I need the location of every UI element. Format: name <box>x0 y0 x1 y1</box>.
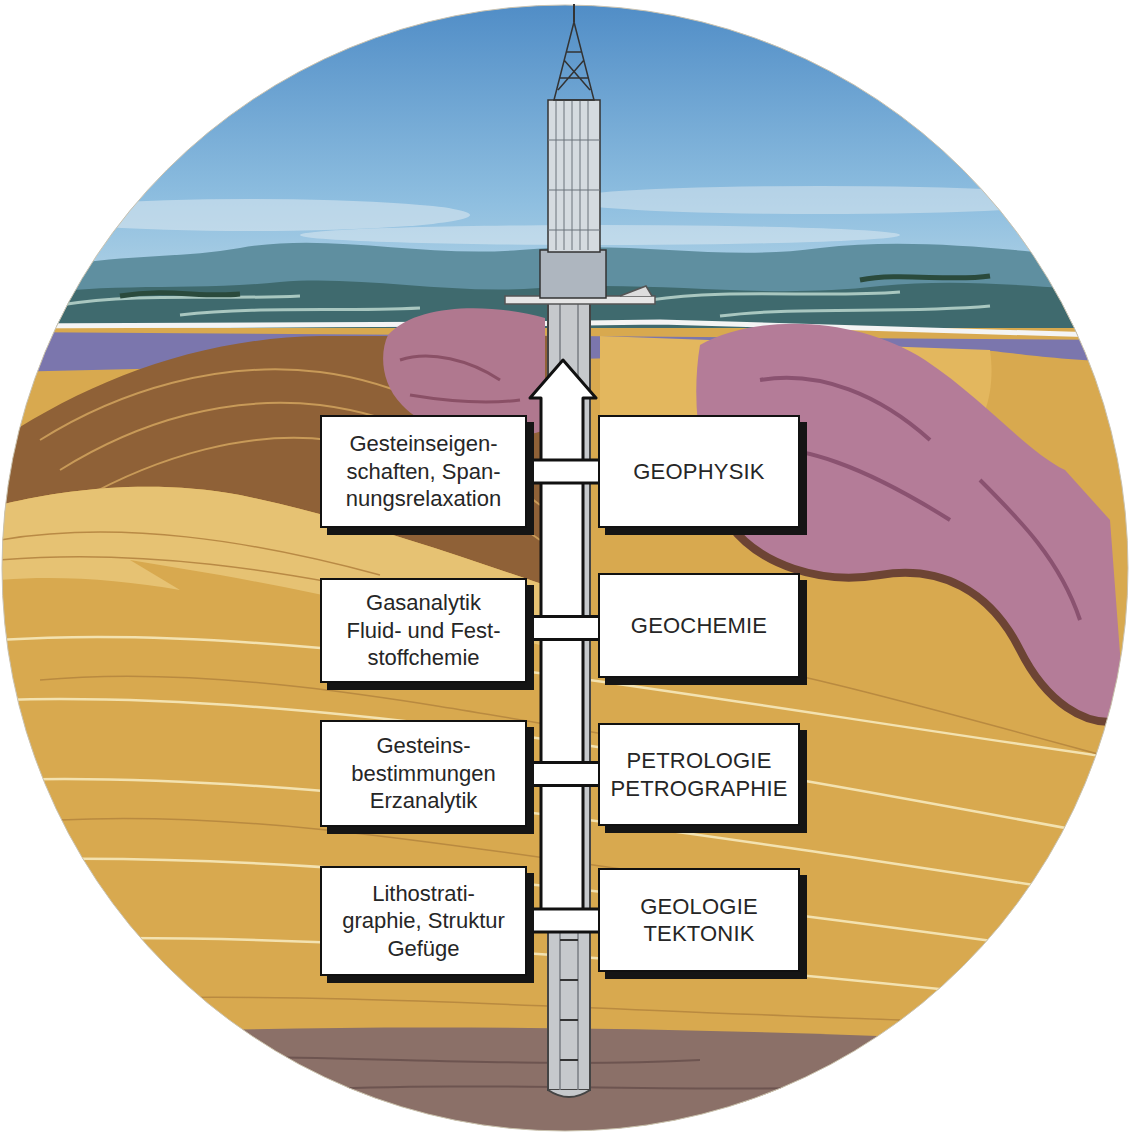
drill-bit <box>548 1090 590 1097</box>
method-box: Gesteinseigen- schaften, Span- nungsrela… <box>320 415 527 528</box>
connector-band <box>527 462 598 482</box>
intrusion-texture <box>400 356 520 402</box>
method-label: Gesteins- bestimmungen Erzanalytik <box>341 732 506 815</box>
method-box: Lithostrati- graphie, Struktur Gefüge <box>320 866 527 976</box>
method-label: Gesteinseigen- schaften, Span- nungsrela… <box>338 430 510 513</box>
cloud <box>560 186 1080 214</box>
pipe-joints <box>560 940 578 1060</box>
method-label: Gasanalytik Fluid- und Fest- stoffchemie <box>341 589 506 672</box>
discipline-box: GEOLOGIE TEKTONIK <box>598 868 800 972</box>
discipline-label: GEOLOGIE TEKTONIK <box>609 893 789 948</box>
derrick-tower <box>548 100 600 252</box>
discipline-box: PETROLOGIE PETROGRAPHIE <box>598 723 800 826</box>
discipline-box: GEOPHYSIK <box>598 415 800 528</box>
cloud <box>30 199 470 231</box>
disc-border <box>2 5 1128 1131</box>
connector-outline <box>527 615 598 641</box>
connector-band <box>527 618 598 638</box>
connector-outline <box>527 908 598 934</box>
ramp <box>620 286 652 296</box>
connector-outline <box>527 761 598 787</box>
derrick-lattice <box>554 22 594 100</box>
discipline-label: GEOCHEMIE <box>609 612 789 640</box>
sky <box>0 0 1130 340</box>
connector-band <box>527 911 598 931</box>
derrick-base <box>540 250 606 298</box>
basement-texture <box>120 1057 900 1090</box>
discipline-label: GEOPHYSIK <box>609 458 789 486</box>
connector-outline <box>527 459 598 485</box>
method-label: Lithostrati- graphie, Struktur Gefüge <box>335 880 513 963</box>
derrick-struts <box>548 100 600 250</box>
discipline-box: GEOCHEMIE <box>598 573 800 678</box>
discipline-label: PETROLOGIE PETROGRAPHIE <box>609 747 789 802</box>
method-box: Gasanalytik Fluid- und Fest- stoffchemie <box>320 578 527 683</box>
derrick-mast <box>573 4 575 22</box>
method-box: Gesteins- bestimmungen Erzanalytik <box>320 720 527 827</box>
connector-band <box>527 764 598 784</box>
